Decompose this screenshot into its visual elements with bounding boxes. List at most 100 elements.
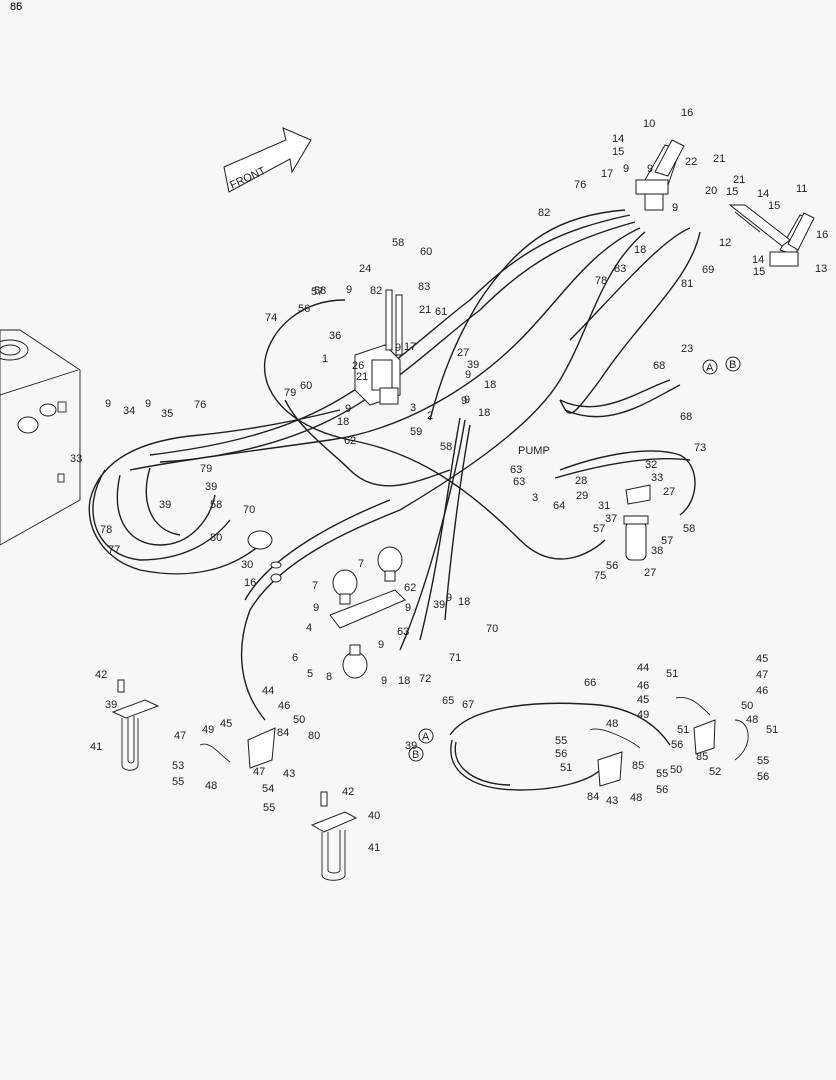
callout-56: 56 xyxy=(656,784,668,796)
callout-48: 48 xyxy=(746,714,758,726)
callout-29: 29 xyxy=(576,490,588,502)
callout-56: 56 xyxy=(757,771,769,783)
callout-82: 82 xyxy=(370,285,382,297)
callout-75: 75 xyxy=(594,570,606,582)
callout-21: 21 xyxy=(733,174,745,186)
callout-26: 26 xyxy=(352,360,364,372)
callout-53: 53 xyxy=(172,760,184,772)
callout-42: 42 xyxy=(342,786,354,798)
callout-44: 44 xyxy=(637,662,649,674)
callout-54: 54 xyxy=(262,783,274,795)
callout-49: 49 xyxy=(637,709,649,721)
callout-58: 58 xyxy=(210,499,222,511)
callout-71: 71 xyxy=(449,652,461,664)
callout-27: 27 xyxy=(457,347,469,359)
callout-79: 79 xyxy=(200,463,212,475)
callout-80: 80 xyxy=(308,730,320,742)
callout-49: 49 xyxy=(202,724,214,736)
callout-84: 84 xyxy=(277,727,289,739)
callout-43: 43 xyxy=(283,768,295,780)
callout-65: 65 xyxy=(442,695,454,707)
callout-76: 76 xyxy=(574,179,586,191)
callout-9: 9 xyxy=(647,163,653,175)
callout-39: 39 xyxy=(433,599,445,611)
callout-18: 18 xyxy=(478,407,490,419)
callout-70: 70 xyxy=(243,504,255,516)
clamp xyxy=(247,530,282,583)
callout-62: 62 xyxy=(344,435,356,447)
callout-9: 9 xyxy=(465,369,471,381)
callout-55: 55 xyxy=(263,802,275,814)
callout-35: 35 xyxy=(161,408,173,420)
callout-42: 42 xyxy=(95,669,107,681)
callout-27: 27 xyxy=(644,567,656,579)
callout-4: 4 xyxy=(306,622,312,634)
callout-37: 37 xyxy=(605,513,617,525)
callout-48: 48 xyxy=(630,792,642,804)
callout-18: 18 xyxy=(484,379,496,391)
callout-31: 31 xyxy=(598,500,610,512)
callout-61: 61 xyxy=(435,306,447,318)
callout-41: 41 xyxy=(90,741,102,753)
callout-73: 73 xyxy=(694,442,706,454)
callout-15: 15 xyxy=(612,146,624,158)
callout-9: 9 xyxy=(105,398,111,410)
callout-57: 57 xyxy=(593,523,605,535)
callout-9: 9 xyxy=(345,403,351,415)
callout-32: 32 xyxy=(645,459,657,471)
callout-21: 21 xyxy=(713,153,725,165)
pedal-assembly xyxy=(635,139,815,267)
callout-46: 46 xyxy=(756,685,768,697)
callout-15: 15 xyxy=(753,266,765,278)
callout-76: 76 xyxy=(194,399,206,411)
callout-18: 18 xyxy=(337,416,349,428)
callout-21: 21 xyxy=(419,304,431,316)
callout-9: 9 xyxy=(405,602,411,614)
callout-9: 9 xyxy=(464,394,470,406)
callout-44: 44 xyxy=(262,685,274,697)
callout-56: 56 xyxy=(298,303,310,315)
callout-80: 80 xyxy=(210,532,222,544)
callout-58: 58 xyxy=(314,285,326,297)
front-arrow: FRONT xyxy=(223,127,312,193)
callout-56: 56 xyxy=(555,748,567,760)
callout-5: 5 xyxy=(307,668,313,680)
callout-1: 1 xyxy=(322,353,328,365)
callout-58: 58 xyxy=(683,523,695,535)
callout-60: 60 xyxy=(300,380,312,392)
callout-64: 64 xyxy=(553,500,565,512)
callout-81: 81 xyxy=(681,278,693,290)
callout-9: 9 xyxy=(346,284,352,296)
ref-b-bottom: B xyxy=(412,749,419,761)
callout-30: 30 xyxy=(241,559,253,571)
ref-a-bottom: A xyxy=(422,731,430,743)
hose-lines xyxy=(88,209,701,791)
callout-48: 48 xyxy=(606,718,618,730)
callout-45: 45 xyxy=(756,653,768,665)
callout-39: 39 xyxy=(105,699,117,711)
callout-11: 11 xyxy=(796,183,807,195)
callout-9: 9 xyxy=(672,202,678,214)
callout-12: 12 xyxy=(719,237,731,249)
callout-51: 51 xyxy=(666,668,678,680)
callout-9: 9 xyxy=(313,602,319,614)
callout-66: 66 xyxy=(584,677,596,689)
filter xyxy=(623,484,651,561)
callout-83: 83 xyxy=(418,281,430,293)
callout-9: 9 xyxy=(381,675,387,687)
callout-62: 62 xyxy=(404,582,416,594)
callout-6: 6 xyxy=(292,652,298,664)
callout-17: 17 xyxy=(404,341,416,353)
callout-70: 70 xyxy=(486,623,498,635)
callout-77: 77 xyxy=(108,544,120,556)
callout-13: 13 xyxy=(815,263,827,275)
callout-20: 20 xyxy=(705,185,717,197)
callout-85: 85 xyxy=(10,1,22,13)
callout-9: 9 xyxy=(623,163,629,175)
callout-56: 56 xyxy=(606,560,618,572)
callout-83: 83 xyxy=(614,263,626,275)
reference-markers: A B A B xyxy=(408,356,741,762)
callout-78: 78 xyxy=(595,275,607,287)
callout-27: 27 xyxy=(663,486,675,498)
